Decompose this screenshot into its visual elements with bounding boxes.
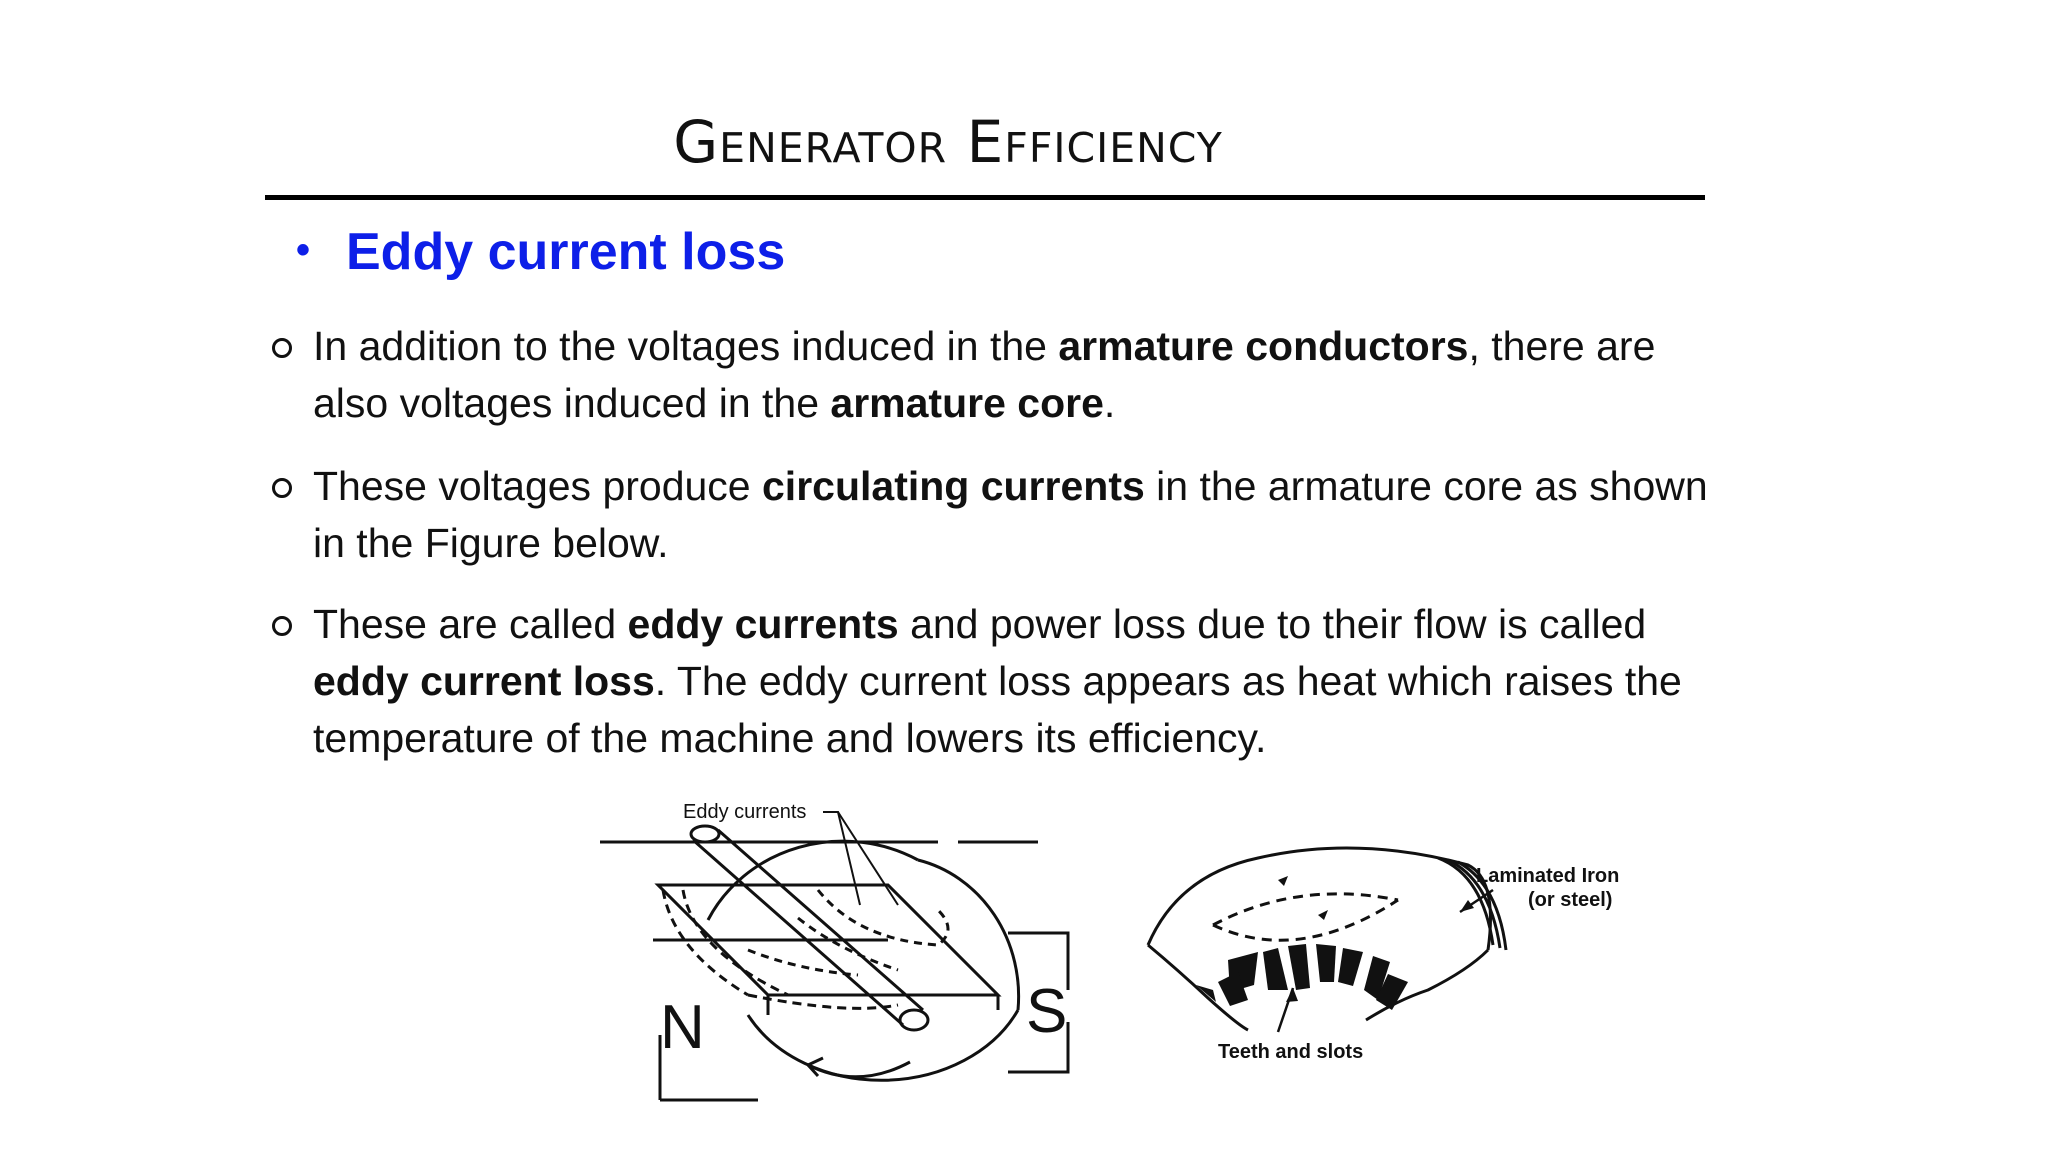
bullet-list: In addition to the voltages induced in t… bbox=[265, 318, 1735, 793]
slide-title: Generator Efficiency bbox=[673, 108, 1223, 176]
bullet-bold-text: armature core bbox=[830, 380, 1104, 426]
bullet-text: . The eddy current loss appears as heat … bbox=[313, 658, 1682, 761]
bullet-item: These voltages produce circulating curre… bbox=[265, 458, 1735, 572]
bullet-text: These are called bbox=[313, 601, 628, 647]
eddy-current-armature-figure: Eddy currents N S bbox=[600, 801, 1070, 1102]
bullet-text: and power loss due to their flow is call… bbox=[898, 601, 1647, 647]
laminated-iron-label: Laminated Iron bbox=[1476, 865, 1619, 887]
laminated-core-figure: Laminated Iron (or steel) Teeth and slot… bbox=[1146, 846, 1619, 1063]
bullet-bold-text: circulating currents bbox=[762, 463, 1145, 509]
bullet-item: In addition to the voltages induced in t… bbox=[265, 318, 1735, 432]
hollow-circle-bullet-icon bbox=[272, 478, 292, 498]
bullet-text: These voltages produce bbox=[313, 463, 762, 509]
or-steel-label: (or steel) bbox=[1528, 889, 1612, 911]
teeth-and-slots-label: Teeth and slots bbox=[1218, 1041, 1363, 1063]
bullet-text: In addition to the voltages induced in t… bbox=[313, 323, 1059, 369]
section-heading: • Eddy current loss bbox=[296, 222, 785, 282]
title-divider bbox=[265, 195, 1705, 200]
hollow-circle-bullet-icon bbox=[272, 616, 292, 636]
north-pole-label: N bbox=[660, 993, 705, 1062]
bullet-text: , there are also voltages induced in the bbox=[313, 323, 1656, 426]
bullet-bold-text: eddy currents bbox=[627, 601, 899, 647]
bullet-text: in the armature core as shown bbox=[1144, 463, 1708, 509]
south-pole-label: S bbox=[1026, 977, 1067, 1046]
eddy-currents-label: Eddy currents bbox=[683, 801, 806, 823]
hollow-circle-bullet-icon bbox=[272, 338, 292, 358]
bullet-text: in the Figure below. bbox=[313, 520, 669, 566]
bullet-bold-text: eddy current loss bbox=[313, 658, 655, 704]
bullet-text: . bbox=[1103, 380, 1116, 426]
bullet-item: These are called eddy currents and power… bbox=[265, 596, 1735, 767]
heading-text: Eddy current loss bbox=[346, 223, 786, 281]
heading-bullet-icon: • bbox=[296, 228, 311, 272]
bullet-bold-text: armature conductors bbox=[1058, 323, 1469, 369]
